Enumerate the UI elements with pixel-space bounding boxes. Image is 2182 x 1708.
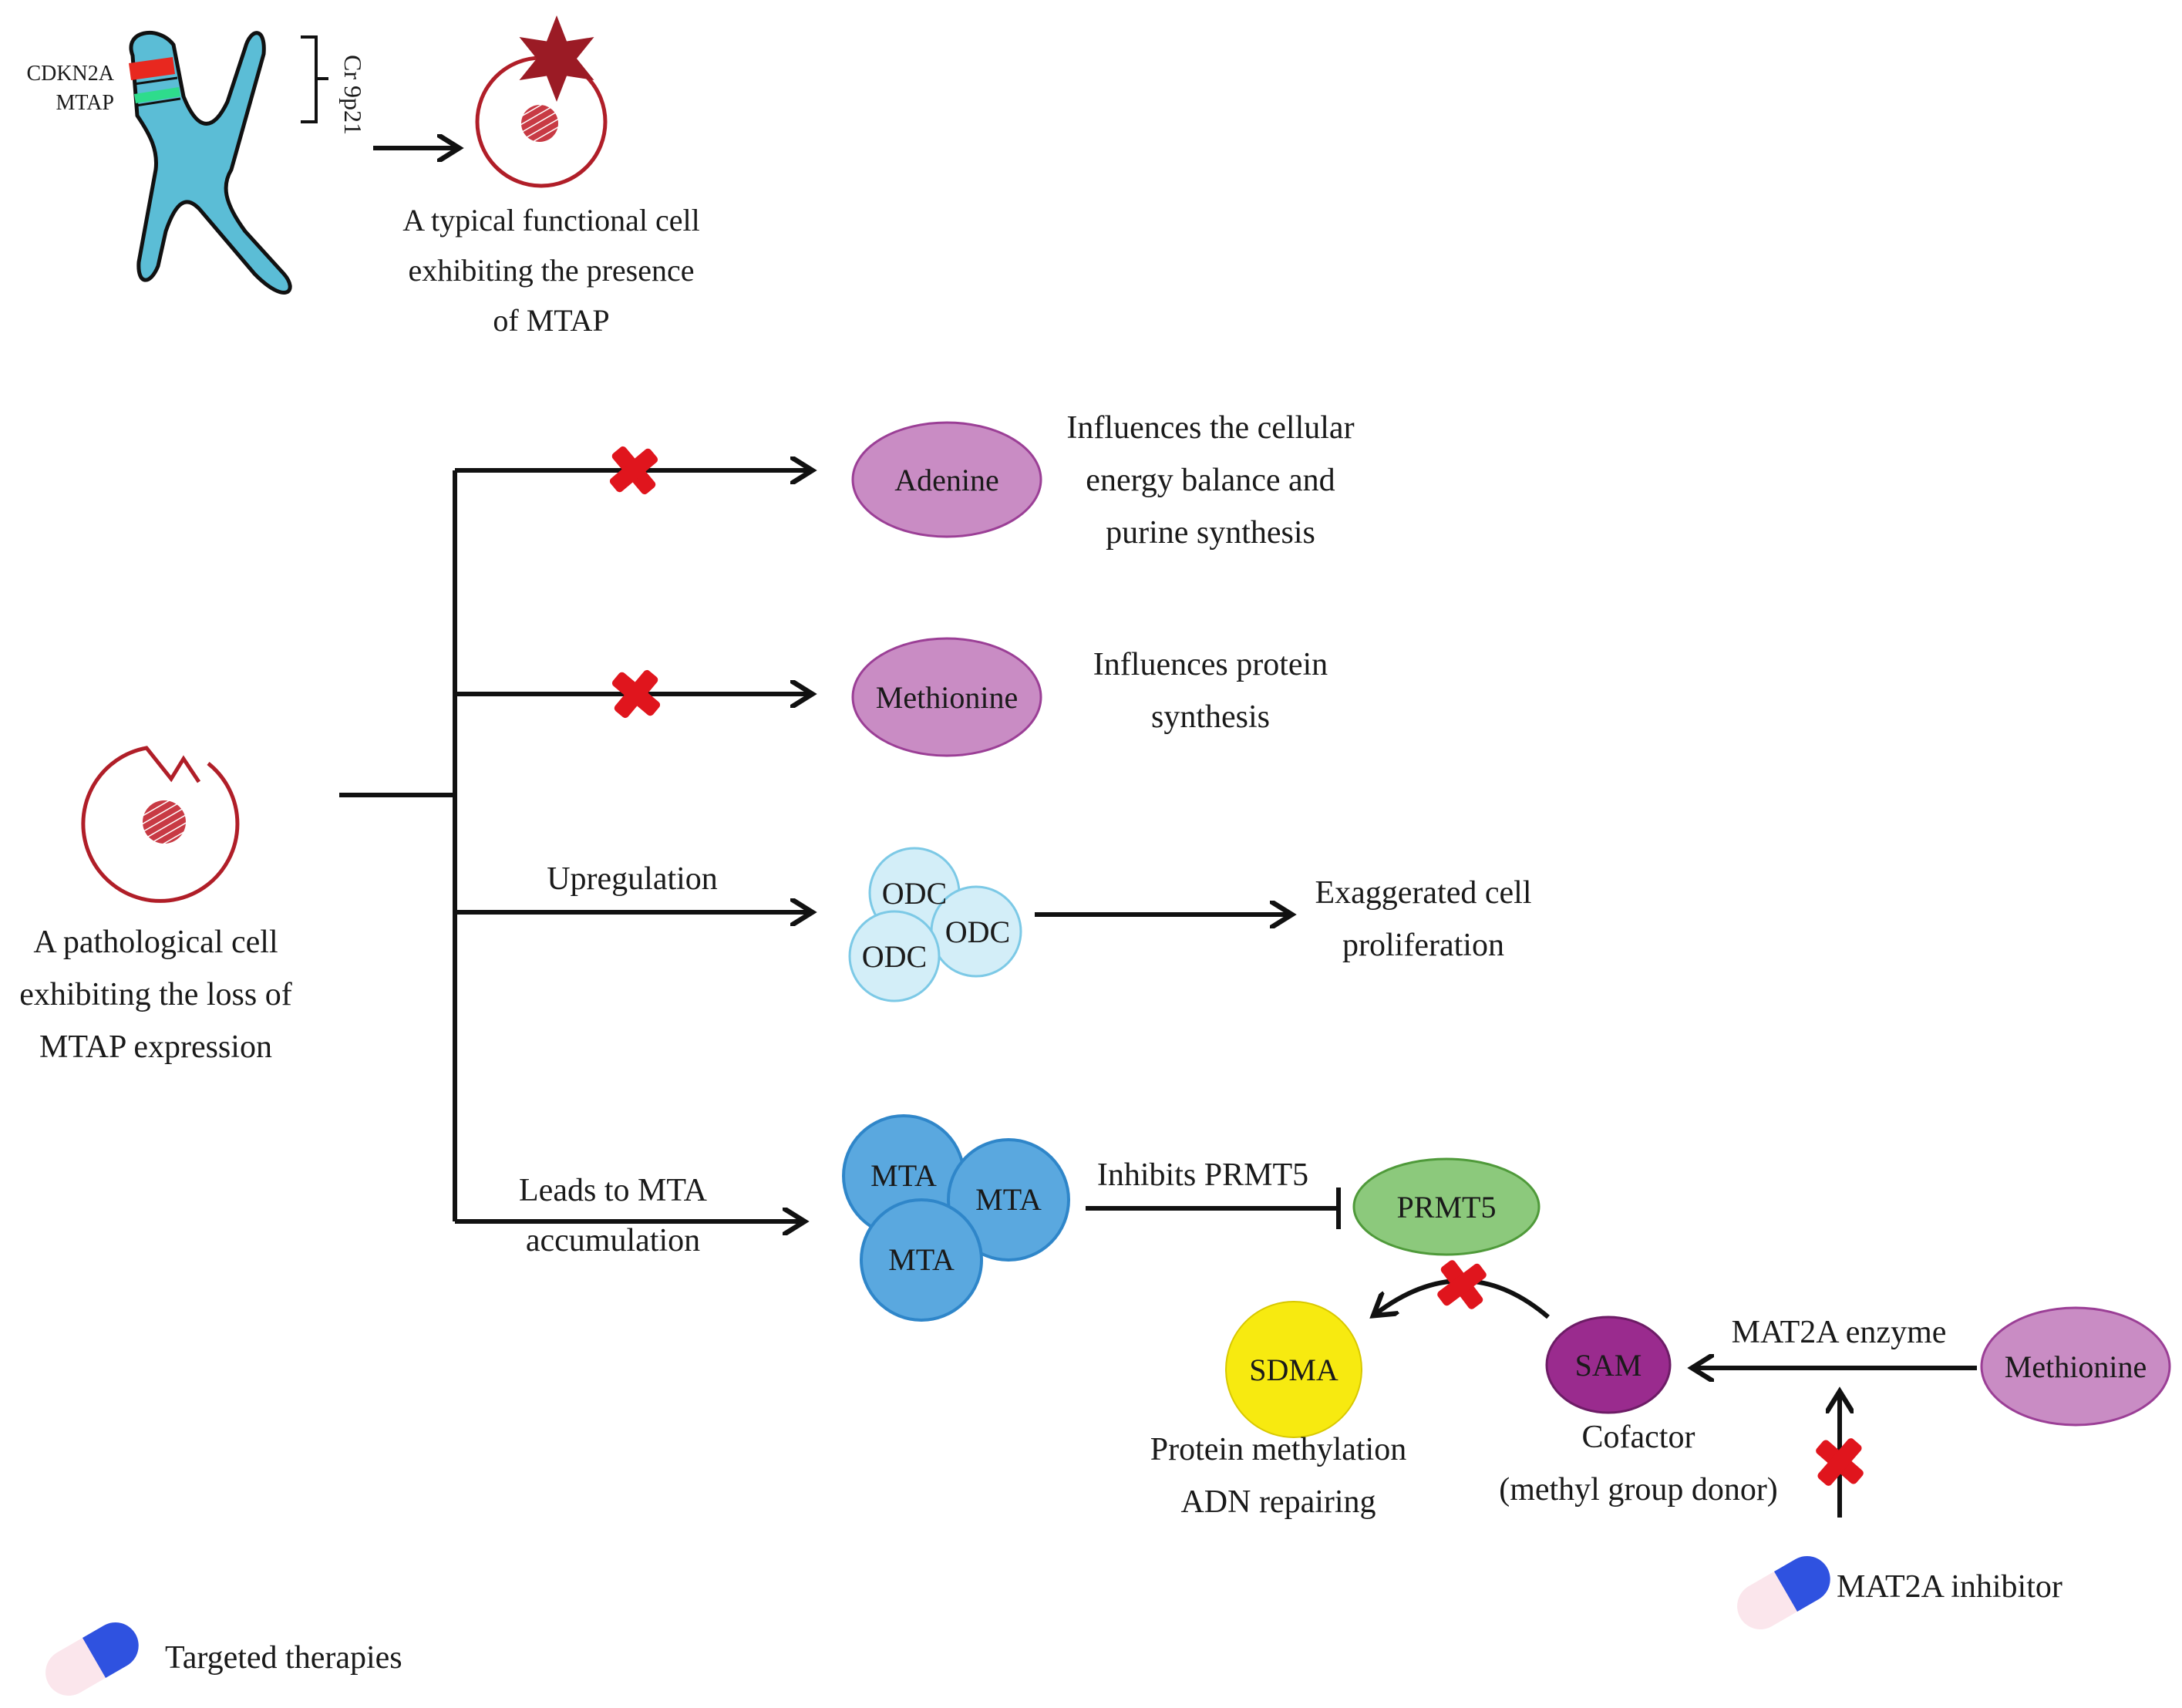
- pathological-cell-nucleus: [143, 800, 186, 844]
- upregulation-label: Upregulation: [547, 861, 718, 897]
- outcome-line: Exaggerated cell: [1315, 875, 1532, 911]
- sdma-label: SDMA: [1249, 1353, 1338, 1387]
- cdkn2a-band: [129, 57, 175, 80]
- normal-cell-caption: A typical functional cell exhibiting the…: [382, 196, 721, 345]
- normal-cell-caption-line: exhibiting the presence: [408, 252, 695, 288]
- locus-label: Cr 9p21: [339, 55, 367, 135]
- sam-outcome: Cofactor (methyl group donor): [1473, 1411, 1804, 1516]
- methionine-source-node: Methionine: [1980, 1306, 2171, 1427]
- pathological-cell-caption-line: MTAP expression: [39, 1029, 272, 1066]
- odc-circle: [848, 910, 941, 1002]
- mta-circle: [947, 1138, 1070, 1262]
- outcome-line: Influences the cellular: [1066, 410, 1355, 446]
- mta-circle: [860, 1198, 983, 1322]
- outcome-line: ADN repairing: [1180, 1484, 1376, 1521]
- block-cross-icon: [1437, 1260, 1487, 1309]
- chromosome: [129, 31, 292, 295]
- outcome-line: purine synthesis: [1106, 515, 1315, 551]
- outcome-line: Protein methylation: [1150, 1432, 1407, 1467]
- sam-node: SAM: [1545, 1316, 1672, 1414]
- mta-label: MTA: [888, 1242, 955, 1277]
- inhibits-prmt5-label: Inhibits PRMT5: [1096, 1157, 1309, 1193]
- methionine-branch-node: Methionine: [851, 637, 1042, 757]
- block-markers: [609, 446, 1864, 1486]
- methionine-outcome: Influences protein synthesis: [1056, 638, 1365, 743]
- targeted-therapies-pill-icon: [45, 1622, 139, 1696]
- outcome-line: proliferation: [1342, 928, 1504, 964]
- outcome-line: energy balance and: [1086, 463, 1335, 499]
- sdma-node: SDMA: [1225, 1301, 1362, 1438]
- outcome-line: Influences protein: [1093, 647, 1328, 682]
- block-cross-icon: [1816, 1438, 1864, 1486]
- pathological-cell-caption: A pathological cell exhibiting the loss …: [0, 916, 311, 1073]
- adenine-label: Adenine: [894, 463, 999, 497]
- prmt5-node: PRMT5: [1352, 1157, 1541, 1256]
- odc-label: ODC: [882, 876, 947, 911]
- normal-cell-caption-line: A typical functional cell: [402, 203, 700, 238]
- mta-label: MTA: [975, 1182, 1042, 1217]
- pathological-cell-caption-line: A pathological cell: [33, 925, 278, 960]
- sdma-outcome: Protein methylation ADN repairing: [1116, 1423, 1440, 1528]
- star-icon: [519, 15, 594, 102]
- methionine-source-label: Methionine: [2005, 1349, 2147, 1384]
- odc-cluster: ODC ODC ODC: [848, 847, 1022, 1002]
- mta-label: MTA: [870, 1158, 937, 1193]
- outcome-line: (methyl group donor): [1499, 1472, 1778, 1508]
- normal-cell-caption-line: of MTAP: [493, 302, 610, 338]
- pathological-cell-caption-line: exhibiting the loss of: [19, 977, 292, 1013]
- odc-label: ODC: [862, 939, 927, 974]
- mat2a-inhibitor-label: MAT2A inhibitor: [1837, 1569, 2062, 1605]
- outcome-line: synthesis: [1150, 699, 1270, 736]
- mta-accumulation-line: accumulation: [525, 1223, 701, 1259]
- normal-cell: [475, 15, 608, 188]
- mta-accumulation-label: Leads to MTA accumulation: [470, 1166, 756, 1266]
- mta-accumulation-line: Leads to MTA: [519, 1173, 707, 1208]
- targeted-therapies-label: Targeted therapies: [165, 1640, 402, 1676]
- cdkn2a-label: CDKN2A: [26, 62, 114, 86]
- locus-bracket: [301, 35, 318, 123]
- outcome-line: Cofactor: [1581, 1420, 1695, 1455]
- mat2a-inhibitor-pill-icon: [1737, 1556, 1830, 1629]
- odc-label: ODC: [945, 915, 1010, 949]
- methionine-branch-label: Methionine: [876, 680, 1018, 715]
- mta-cluster: MTA MTA MTA: [842, 1114, 1070, 1322]
- branch-lines: [339, 470, 810, 1221]
- prmt5-label: PRMT5: [1397, 1190, 1497, 1225]
- inhibition-edge: [1086, 1188, 1341, 1229]
- block-cross-icon: [611, 669, 661, 719]
- pathological-cell: [81, 746, 240, 903]
- mtap-gene-label: MTAP: [56, 91, 114, 115]
- adenine-outcome: Influences the cellular energy balance a…: [1041, 402, 1380, 559]
- sam-label: SAM: [1575, 1348, 1642, 1383]
- mtap-band: [134, 87, 180, 103]
- mat2a-enzyme-label: MAT2A enzyme: [1731, 1315, 1947, 1350]
- block-cross-icon: [609, 446, 658, 495]
- normal-cell-nucleus: [521, 105, 558, 142]
- proliferation-outcome: Exaggerated cell proliferation: [1269, 867, 1578, 972]
- pathological-cell-membrane: [81, 746, 240, 903]
- adenine-node: Adenine: [851, 421, 1042, 538]
